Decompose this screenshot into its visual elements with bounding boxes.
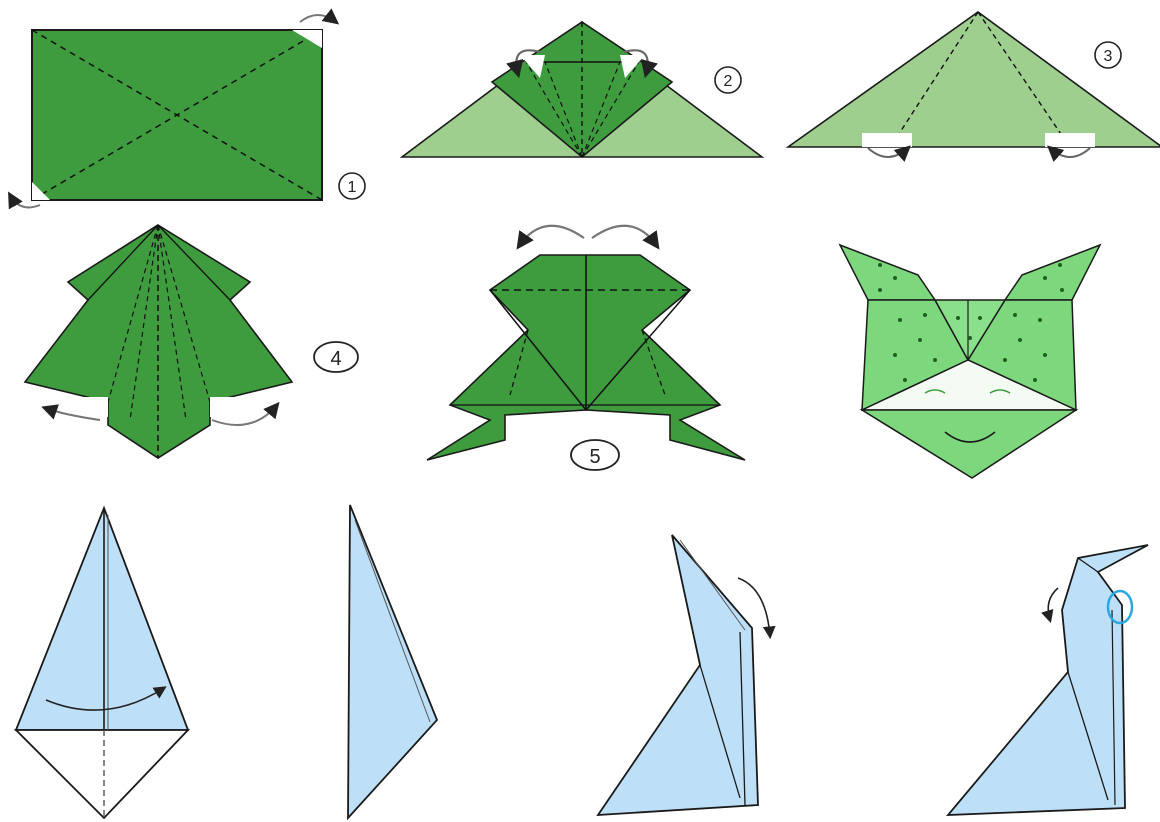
step-3-triangle bbox=[785, 11, 1160, 148]
step-5-shape bbox=[426, 254, 746, 461]
curved-arrow-icon bbox=[8, 8, 340, 210]
fold-arrow-icon bbox=[516, 224, 660, 250]
frog-face bbox=[838, 243, 1102, 479]
fold-arrow-icon bbox=[41, 401, 280, 426]
swan-shape bbox=[946, 544, 1149, 816]
step-2-label: 2 bbox=[714, 66, 742, 94]
svg-text:2: 2 bbox=[724, 73, 733, 90]
svg-text:1: 1 bbox=[348, 179, 357, 196]
circle-marker-icon bbox=[1106, 589, 1134, 625]
step-1-label: 1 bbox=[338, 172, 366, 200]
step-3-label: 3 bbox=[1094, 41, 1122, 69]
neck-shape bbox=[596, 534, 776, 817]
folded-kite-shape bbox=[347, 504, 439, 821]
svg-text:3: 3 bbox=[1104, 48, 1113, 65]
fold-arrow-icon bbox=[867, 145, 1091, 162]
step-4-label: 4 bbox=[313, 341, 359, 373]
step-1-rectangle bbox=[31, 29, 323, 201]
svg-text:4: 4 bbox=[330, 348, 341, 370]
kite-shape bbox=[13, 505, 191, 820]
svg-text:5: 5 bbox=[589, 446, 600, 468]
step-5-label: 5 bbox=[570, 439, 620, 471]
step-4-shape bbox=[23, 224, 294, 459]
step-2-triangle bbox=[399, 21, 765, 159]
fold-arrow-icon bbox=[506, 49, 658, 79]
